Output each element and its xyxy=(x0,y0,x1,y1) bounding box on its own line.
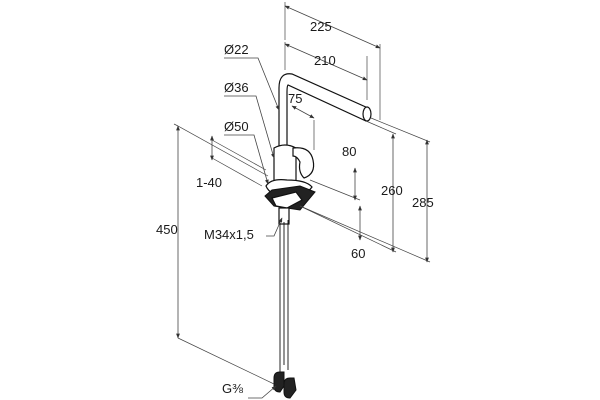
dimension-labels: 225 210 75 Ø22 Ø36 Ø50 80 1-40 260 285 4… xyxy=(156,19,434,396)
dim-line-210 xyxy=(284,43,368,81)
label-210: 210 xyxy=(314,53,336,68)
faucet xyxy=(264,73,372,399)
label-dia36: Ø36 xyxy=(224,80,249,95)
mounting-nut xyxy=(271,191,303,209)
spout-arm xyxy=(278,73,369,151)
label-thread: M34x1,5 xyxy=(204,227,254,242)
label-80: 80 xyxy=(342,144,356,159)
leader-thread xyxy=(266,217,283,237)
leader-pipe xyxy=(248,385,277,399)
label-285: 285 xyxy=(412,195,434,210)
label-225: 225 xyxy=(310,19,332,34)
label-60: 60 xyxy=(351,246,365,261)
leader-dia22 xyxy=(224,57,280,111)
lever-handle xyxy=(292,147,315,179)
leader-dia50 xyxy=(224,134,269,185)
label-260: 260 xyxy=(381,183,403,198)
pipe-fitting-right xyxy=(283,377,297,399)
spout-outlet xyxy=(362,106,372,122)
pipe-fitting-left xyxy=(273,371,285,393)
label-pipe: G⅜ xyxy=(222,381,243,396)
leader-dia36 xyxy=(224,95,275,159)
label-dia22: Ø22 xyxy=(224,42,249,57)
dim-line-75 xyxy=(291,105,315,119)
label-dia50: Ø50 xyxy=(224,119,249,134)
label-1-40: 1-40 xyxy=(196,175,222,190)
dim-line-225 xyxy=(284,5,381,49)
label-450: 450 xyxy=(156,222,178,237)
dimension-lines xyxy=(176,5,429,399)
label-75: 75 xyxy=(288,91,302,106)
